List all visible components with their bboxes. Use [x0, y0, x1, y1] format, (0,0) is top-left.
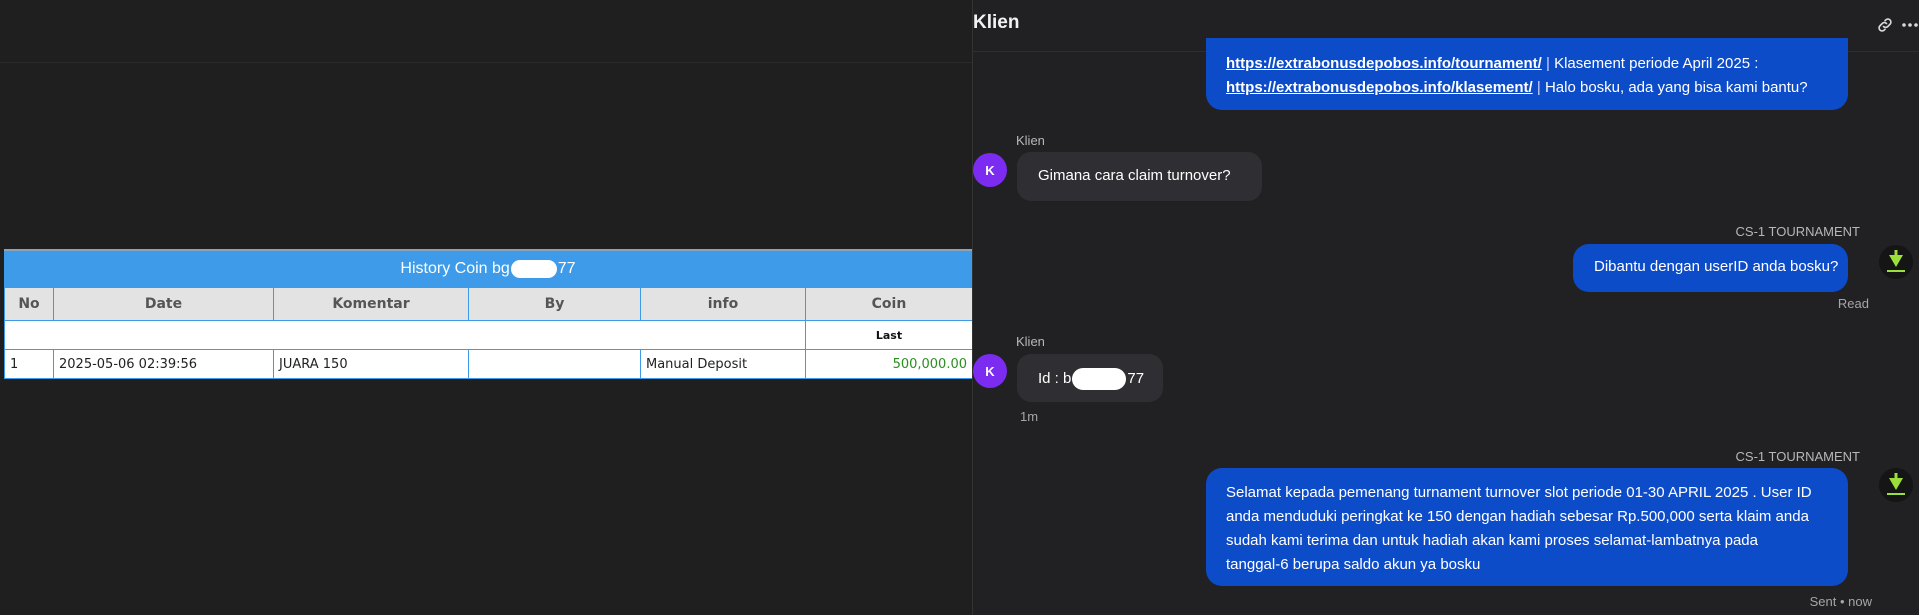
- cell-info: Manual Deposit: [640, 349, 806, 379]
- history-table: No Date Komentar By info Coin Last 1 202…: [4, 287, 972, 379]
- klasement-link[interactable]: https://extrabonusdepobos.info/klasement…: [1226, 79, 1533, 96]
- avatar[interactable]: K: [973, 354, 1007, 388]
- sender-name: CS-1 TOURNAMENT: [1735, 224, 1860, 239]
- redaction-mark: [1072, 368, 1127, 390]
- chat-title: Klien: [973, 12, 1020, 33]
- sender-name: Klien: [1016, 334, 1045, 349]
- table-header-row: No Date Komentar By info Coin: [4, 287, 972, 321]
- table-row: 1 2025-05-06 02:39:56 JUARA 150 Manual D…: [4, 349, 972, 379]
- history-title-prefix: History Coin bg: [400, 260, 510, 277]
- message-text: 77: [1127, 369, 1145, 387]
- subheader-empty-cell: [4, 320, 806, 350]
- column-header-by[interactable]: By: [468, 287, 641, 321]
- message-line: https://extrabonusdepobos.info/klasement…: [1226, 76, 1828, 100]
- separator: |: [1546, 55, 1555, 72]
- history-title-suffix: 77: [557, 260, 576, 277]
- message-line: Selamat kepada pemenang turnament turnov…: [1226, 484, 1812, 501]
- divider: [0, 62, 972, 63]
- redaction-mark: [510, 259, 557, 278]
- sent-status: Sent • now: [1809, 594, 1872, 609]
- last-label: Last: [805, 320, 972, 350]
- message-text: Id : b: [1038, 369, 1072, 387]
- left-pane: History Coin bg 77 No Date Komentar By in…: [0, 62, 972, 379]
- message-line: anda menduduki peringkat ke 150 dengan h…: [1226, 508, 1809, 525]
- table-subheader-row: Last: [4, 320, 972, 350]
- message-bubble-outgoing: https://extrabonusdepobos.info/tournamen…: [1206, 38, 1848, 110]
- cell-komentar: JUARA 150: [273, 349, 469, 379]
- avatar[interactable]: K: [973, 153, 1007, 187]
- message-text: Klasement periode April 2025 :: [1554, 55, 1759, 72]
- message-bubble-incoming: Id : b 77: [1017, 354, 1163, 402]
- message-line: https://extrabonusdepobos.info/tournamen…: [1226, 52, 1828, 76]
- column-header-date[interactable]: Date: [53, 287, 274, 321]
- message-text: Halo bosku, ada yang bisa kami bantu?: [1544, 79, 1808, 96]
- pane-divider: [972, 0, 973, 615]
- tournament-link[interactable]: https://extrabonusdepobos.info/tournamen…: [1226, 55, 1542, 72]
- brand-logo-icon[interactable]: [1879, 245, 1913, 279]
- column-header-coin[interactable]: Coin: [805, 287, 972, 321]
- message-line: sudah kami terima dan untuk hadiah akan …: [1226, 532, 1758, 549]
- cell-date: 2025-05-06 02:39:56: [53, 349, 274, 379]
- sender-name: CS-1 TOURNAMENT: [1735, 449, 1860, 464]
- history-title: History Coin bg 77: [4, 251, 972, 287]
- column-header-no[interactable]: No: [4, 287, 54, 321]
- link-icon[interactable]: [1870, 10, 1900, 40]
- message-bubble-outgoing: Selamat kepada pemenang turnament turnov…: [1206, 468, 1848, 586]
- column-header-info[interactable]: info: [640, 287, 806, 321]
- message-time: 1m: [1020, 409, 1039, 424]
- message-bubble-outgoing: Dibantu dengan userID anda bosku?: [1573, 244, 1848, 292]
- separator: |: [1536, 79, 1545, 96]
- read-status: Read: [1837, 296, 1869, 311]
- history-coin-panel: History Coin bg 77 No Date Komentar By in…: [4, 249, 972, 379]
- cell-no: 1: [4, 349, 54, 379]
- sender-name: Klien: [1016, 133, 1045, 148]
- column-header-komentar[interactable]: Komentar: [273, 287, 469, 321]
- cell-coin: 500,000.00: [805, 349, 972, 379]
- message-bubble-incoming: Gimana cara claim turnover?: [1017, 152, 1262, 201]
- cell-by: [468, 349, 641, 379]
- chat-pane: Klien https://extrabonusdepobos.info/tou…: [973, 0, 1919, 615]
- message-line: tanggal-6 berupa saldo akun ya bosku: [1226, 556, 1481, 573]
- brand-logo-icon[interactable]: [1879, 468, 1913, 502]
- more-horizontal-icon[interactable]: [1901, 10, 1919, 40]
